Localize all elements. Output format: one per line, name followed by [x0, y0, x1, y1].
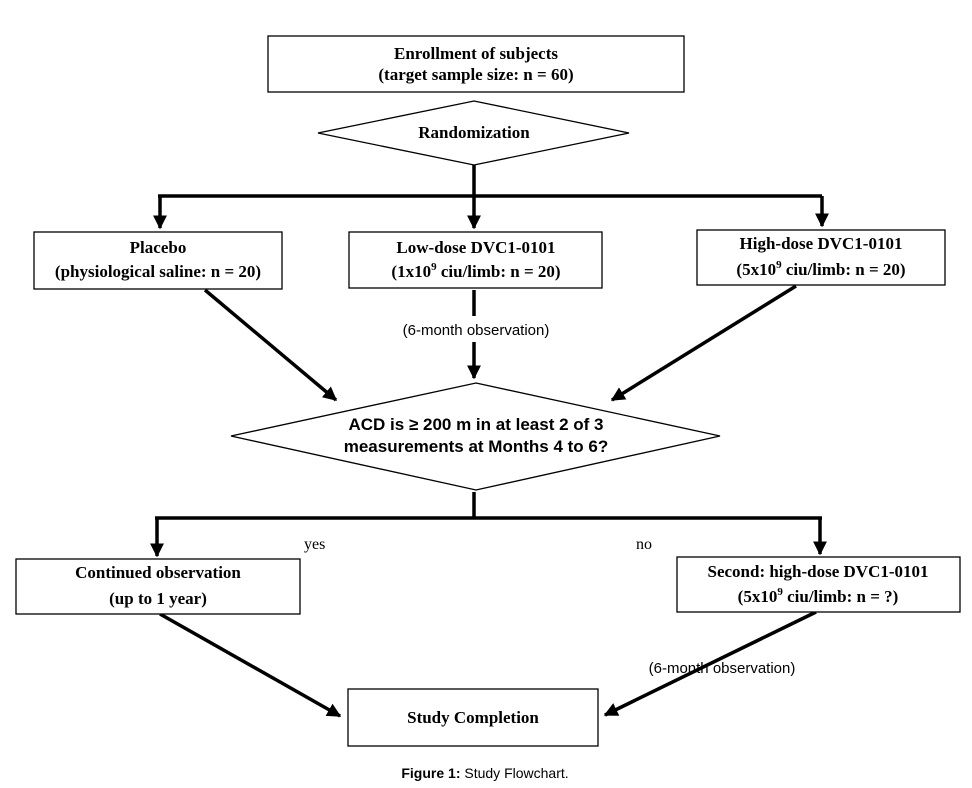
high-dose-subtitle: (5x109 ciu/limb: n = 20) [736, 259, 905, 279]
enrollment-subtitle: (target sample size: n = 60) [378, 65, 573, 84]
observation-label-1: (6-month observation) [403, 322, 550, 339]
second-dose-box: Second: high-dose DVC1-0101 (5x109 ciu/l… [676, 556, 961, 613]
randomization-label: Randomization [418, 123, 530, 142]
high-dose-box: High-dose DVC1-0101 (5x109 ciu/limb: n =… [696, 229, 946, 286]
continued-title: Continued observation [75, 563, 241, 582]
no-label: no [636, 536, 652, 553]
low-dose-subtitle: (1x109 ciu/limb: n = 20) [391, 261, 560, 281]
arrow-high-dose-to-decision [610, 284, 797, 402]
decision-diamond: ACD is ≥ 200 m in at least 2 of 3 measur… [230, 382, 721, 491]
arrow-placebo-to-decision [203, 288, 338, 402]
high-dose-title: High-dose DVC1-0101 [740, 234, 903, 253]
observation-label-2: (6-month observation) [649, 660, 796, 677]
enrollment-title: Enrollment of subjects [394, 44, 558, 63]
decision-line2: measurements at Months 4 to 6? [344, 437, 609, 456]
completion-label: Study Completion [407, 708, 539, 727]
continued-subtitle: (up to 1 year) [109, 589, 207, 608]
randomization-diamond: Randomization [317, 100, 630, 166]
placebo-box: Placebo (physiological saline: n = 20) [33, 231, 283, 290]
second-dose-title: Second: high-dose DVC1-0101 [707, 562, 928, 581]
decision-line1: ACD is ≥ 200 m in at least 2 of 3 [349, 415, 604, 434]
enrollment-box: Enrollment of subjects (target sample si… [267, 35, 685, 93]
arrow-second-dose-to-completion [603, 610, 817, 717]
continued-box: Continued observation (up to 1 year) [15, 558, 301, 615]
low-dose-box: Low-dose DVC1-0101 (1x109 ciu/limb: n = … [348, 231, 603, 289]
second-dose-subtitle: (5x109 ciu/limb: n = ?) [738, 586, 899, 606]
completion-box: Study Completion [347, 688, 599, 747]
placebo-subtitle: (physiological saline: n = 20) [55, 262, 261, 281]
figure-caption: Figure 1: Study Flowchart. [401, 765, 568, 781]
placebo-title: Placebo [130, 238, 187, 257]
yes-label: yes [304, 536, 325, 553]
connectors [150, 163, 829, 718]
arrow-continued-to-completion [159, 612, 342, 718]
low-dose-title: Low-dose DVC1-0101 [396, 238, 555, 257]
